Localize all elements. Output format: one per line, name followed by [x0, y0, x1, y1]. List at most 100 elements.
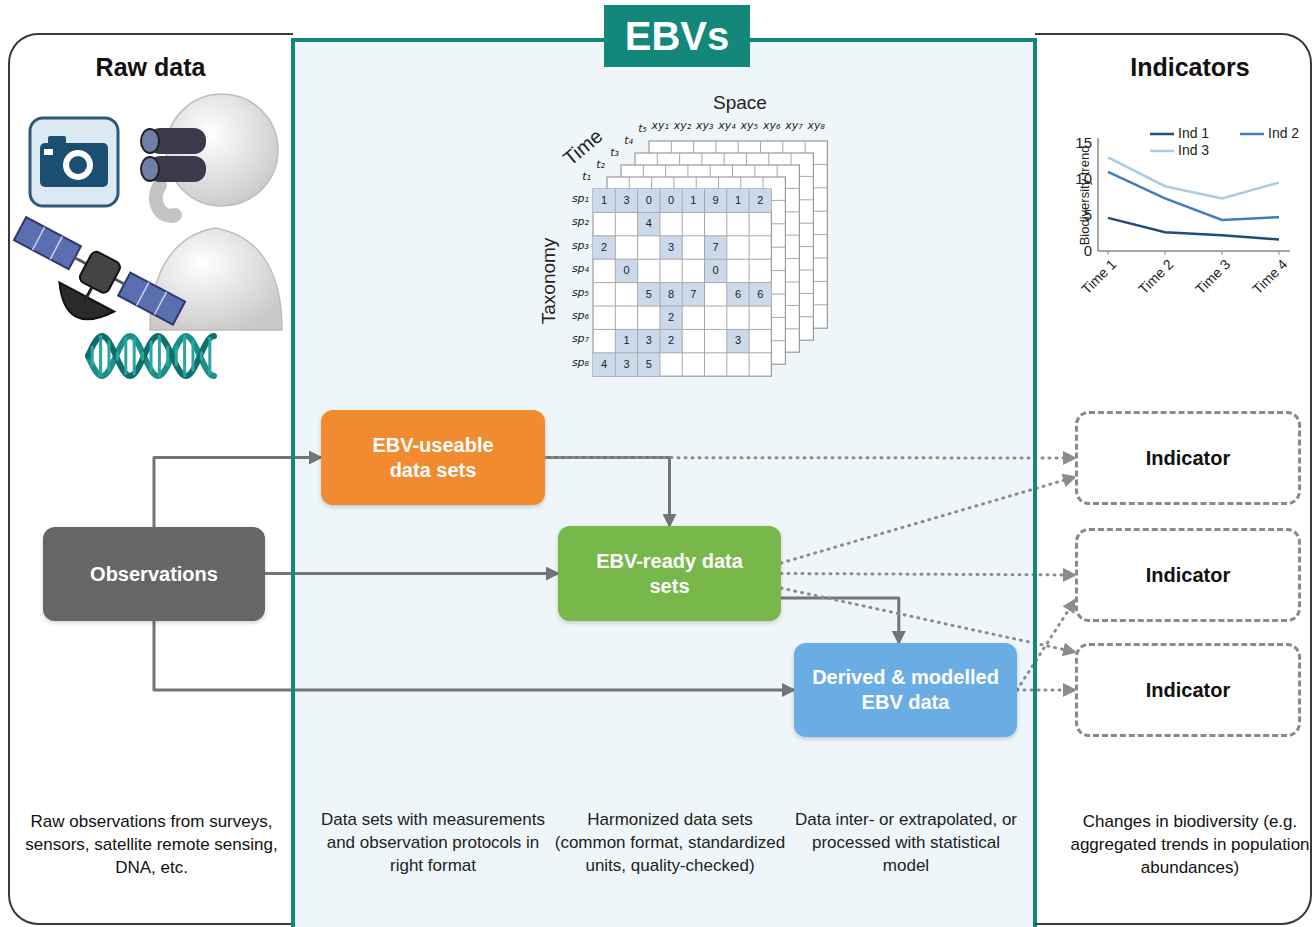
box-label: Observations: [90, 562, 218, 587]
cube-label: sp₆: [557, 310, 589, 323]
cube-cell-value: 7: [705, 241, 727, 254]
ebv-panel-fill: [291, 38, 1037, 927]
cube-label: xy₂: [667, 120, 697, 133]
box-label: Indicator: [1146, 563, 1230, 588]
cube-cell-value: 9: [705, 194, 727, 207]
cube-label: xy₄: [712, 120, 742, 133]
indicator-box: Indicator: [1075, 643, 1301, 737]
cube-cell-value: 1: [727, 194, 749, 207]
cube-cell-value: 7: [682, 288, 704, 301]
chart-label: 0: [1066, 242, 1092, 259]
indicator-box: Indicator: [1075, 411, 1301, 505]
flow-arrow: [781, 598, 899, 643]
legend-text: Ind 2: [1268, 125, 1299, 141]
cube-cell-value: 6: [749, 288, 771, 301]
camera-icon: [30, 118, 118, 206]
box-label: EBV-useable data sets: [361, 433, 505, 483]
cube-cell-value: 3: [727, 334, 749, 347]
flow-arrow: [154, 621, 794, 690]
cube-label: xy₇: [779, 120, 809, 133]
process-box: Derived & modelled EBV data: [794, 643, 1017, 737]
chart-label: Time 3: [1178, 256, 1233, 311]
cube-label: Taxonomy: [538, 231, 560, 331]
column-caption: Data sets with measurements and observat…: [315, 809, 551, 878]
box-label: Indicator: [1146, 446, 1230, 471]
panel-caption: Raw observations from surveys, sensors, …: [22, 811, 281, 880]
cube-label: sp₃: [557, 240, 589, 253]
cube-label: sp₂: [557, 216, 589, 229]
trend-chart: [1098, 134, 1290, 255]
box-label: Indicator: [1146, 678, 1230, 703]
column-caption: Harmonized data sets (common format, sta…: [552, 809, 788, 878]
chart-label: 10: [1066, 170, 1092, 187]
cube-cell-value: 0: [660, 194, 682, 207]
cube-cell-value: 2: [660, 311, 682, 324]
cube-cell-value: 6: [727, 288, 749, 301]
panel-caption: Changes in biodiversity (e.g. aggregated…: [1055, 811, 1315, 880]
cube-label: sp₄: [557, 263, 589, 276]
process-box: Observations: [43, 527, 265, 621]
legend-line: [1150, 133, 1174, 136]
cube-label: t₃: [599, 147, 619, 160]
chart-label: 5: [1066, 206, 1092, 223]
chart-label: Time 4: [1235, 256, 1290, 311]
legend-line: [1240, 133, 1264, 136]
cube-label: t₅: [627, 123, 647, 136]
raw-data-panel: Raw dataRaw observations from surveys, s…: [8, 33, 293, 925]
flow-arrow: [545, 458, 670, 527]
cube-cell-value: 3: [660, 241, 682, 254]
cube-label: xy₃: [690, 120, 720, 133]
chart-label: Biodiversity trend: [1078, 135, 1093, 255]
cube-cell-value: 1: [682, 194, 704, 207]
panel-tab: EBVs: [604, 5, 750, 67]
cube-cell-value: 4: [593, 358, 615, 371]
dotted-connector: [1017, 600, 1075, 690]
cube-label: xy₅: [734, 120, 764, 133]
cube-cell-value: 0: [638, 194, 660, 207]
dna-icon: [88, 336, 214, 376]
cube-label: sp₇: [557, 333, 589, 346]
chart-label: 15: [1066, 134, 1092, 151]
cube-cell-value: 4: [638, 217, 660, 230]
cube-cell-value: 1: [593, 194, 615, 207]
legend-text: Ind 1: [1178, 125, 1209, 141]
cube-cell-value: 2: [660, 334, 682, 347]
cube-label: xy₁: [645, 120, 675, 133]
chart-label: Time 2: [1121, 256, 1176, 311]
legend-line: [1150, 150, 1174, 153]
process-box: EBV-useable data sets: [321, 410, 545, 505]
cube-cell-value: 1: [615, 334, 637, 347]
cube-cell-value: 5: [638, 358, 660, 371]
ebv-data-cube: [593, 141, 827, 376]
flow-arrow: [154, 458, 321, 528]
cube-cell-value: 0: [705, 264, 727, 277]
cube-label: Space: [705, 92, 775, 114]
cube-cell-value: 8: [660, 288, 682, 301]
cube-cell-value: 5: [638, 288, 660, 301]
panel-heading: Raw data: [10, 53, 291, 82]
flow-arrow: [265, 572, 558, 575]
cube-cell-value: 3: [615, 358, 637, 371]
cube-label: sp₈: [557, 357, 589, 370]
ebv-panel: EBVsEBV-useable data setsEBV-ready data …: [291, 38, 1037, 927]
cube-label: xy₆: [757, 120, 787, 133]
indicator-box: Indicator: [1075, 528, 1301, 622]
process-box: EBV-ready data sets: [558, 526, 781, 621]
cube-cell-value: 3: [638, 334, 660, 347]
cube-cell-value: 2: [749, 194, 771, 207]
cube-label: sp₁: [557, 193, 589, 206]
cube-cell-value: 2: [593, 241, 615, 254]
box-label: EBV-ready data sets: [588, 549, 751, 599]
cube-label: xy₈: [801, 120, 831, 133]
dotted-connector: [545, 456, 1075, 460]
chart-label: Time 1: [1064, 256, 1119, 311]
cube-label: t₁: [571, 171, 591, 184]
cube-label: t₂: [585, 159, 605, 172]
cube-label: t₄: [613, 135, 633, 148]
box-label: Derived & modelled EBV data: [802, 665, 1009, 715]
cube-label: sp₅: [557, 287, 589, 300]
cube-cell-value: 3: [615, 194, 637, 207]
column-caption: Data inter- or extrapolated, or processe…: [788, 809, 1024, 878]
legend-text: Ind 3: [1178, 142, 1209, 158]
